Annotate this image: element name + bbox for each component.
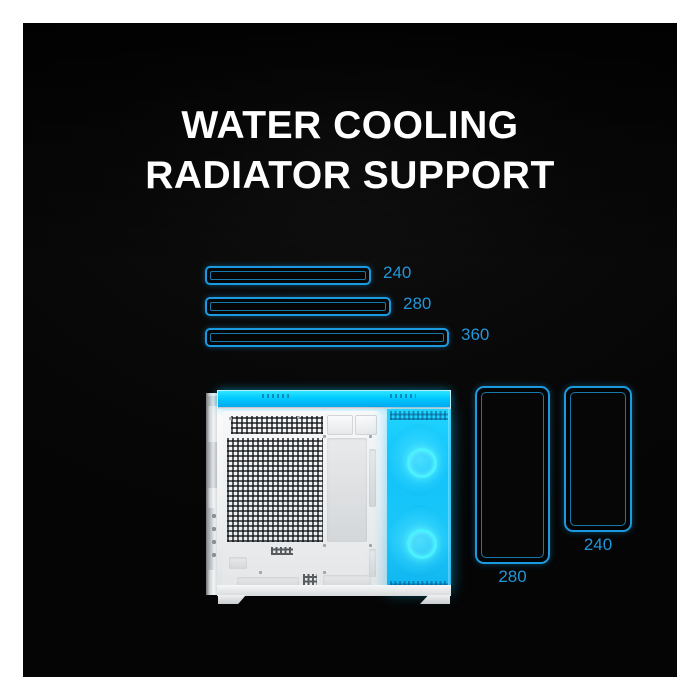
radiator-label-240-horizontal: 240 xyxy=(383,263,412,282)
tray-recess-main xyxy=(327,438,367,542)
case-screw xyxy=(297,416,300,419)
tray-mesh-upper xyxy=(231,416,323,434)
top-vent-dots xyxy=(262,394,290,398)
bottom-bracket xyxy=(323,575,371,587)
case-screw xyxy=(369,544,372,547)
case-screw xyxy=(323,544,326,547)
radiator-inner-360-horizontal xyxy=(210,333,444,342)
case-foot-left xyxy=(218,595,246,604)
radiator-inner-240-horizontal xyxy=(210,271,366,280)
fan-hub-ring xyxy=(407,448,437,478)
radiator-outline-280-vertical xyxy=(475,386,550,564)
case-screw xyxy=(212,527,216,531)
front-radiator-mount-highlight xyxy=(387,409,451,592)
psu-shroud-vents xyxy=(271,547,293,555)
front-glass-edge xyxy=(448,409,451,592)
case-screw xyxy=(212,553,216,557)
front-fan-top xyxy=(387,421,451,499)
case-screw xyxy=(212,540,216,544)
case-screw xyxy=(369,435,372,438)
psu-vents xyxy=(303,574,317,587)
case-bottom-panel xyxy=(217,585,451,596)
case-rear-slot xyxy=(207,442,218,488)
tray-cutout-plate xyxy=(355,415,377,435)
motherboard-tray xyxy=(223,411,378,589)
case-screw xyxy=(323,571,326,574)
case-body xyxy=(217,390,451,596)
radiator-outline-240-horizontal xyxy=(205,266,371,285)
radiator-label-360-horizontal: 360 xyxy=(461,325,490,344)
radiator-outline-360-horizontal xyxy=(205,328,449,347)
case-rear-tab xyxy=(207,396,218,406)
page-title: WATER COOLING RADIATOR SUPPORT xyxy=(23,101,677,201)
radiator-inner-280-horizontal xyxy=(210,302,386,311)
case-top-edge xyxy=(218,407,450,409)
radiator-outline-240-vertical xyxy=(564,386,632,532)
fan-hub-ring xyxy=(407,529,437,559)
tray-mesh-main xyxy=(227,438,323,542)
tray-panel-cutout xyxy=(229,557,247,569)
page-title-line-2: RADIATOR SUPPORT xyxy=(145,154,555,197)
radiator-inner-280-vertical xyxy=(481,392,544,558)
cable-routing-slot xyxy=(369,549,376,577)
radiator-label-280-horizontal: 280 xyxy=(403,294,432,313)
front-fan-bottom xyxy=(387,502,451,580)
case-foot-right xyxy=(420,595,450,604)
product-feature-panel: WATER COOLING RADIATOR SUPPORT 240 280 xyxy=(23,23,677,677)
case-screw xyxy=(259,571,262,574)
cable-routing-slot xyxy=(369,449,376,507)
case-screw xyxy=(212,514,216,518)
top-vent-dots xyxy=(390,394,416,398)
case-screw xyxy=(323,435,326,438)
page-title-line-1: WATER COOLING xyxy=(181,104,519,147)
radiator-label-280-vertical: 280 xyxy=(498,567,527,586)
radiator-outline-280-horizontal xyxy=(205,297,391,316)
radiator-inner-240-vertical xyxy=(570,392,626,526)
radiator-label-240-vertical: 240 xyxy=(583,535,613,554)
top-radiator-mount-highlight xyxy=(218,391,450,407)
psu-bracket xyxy=(237,577,299,587)
case-screw xyxy=(229,417,232,420)
tray-cutout-plate xyxy=(327,415,353,435)
pc-case-illustration xyxy=(206,390,451,604)
front-vent-dots-top xyxy=(390,411,448,420)
